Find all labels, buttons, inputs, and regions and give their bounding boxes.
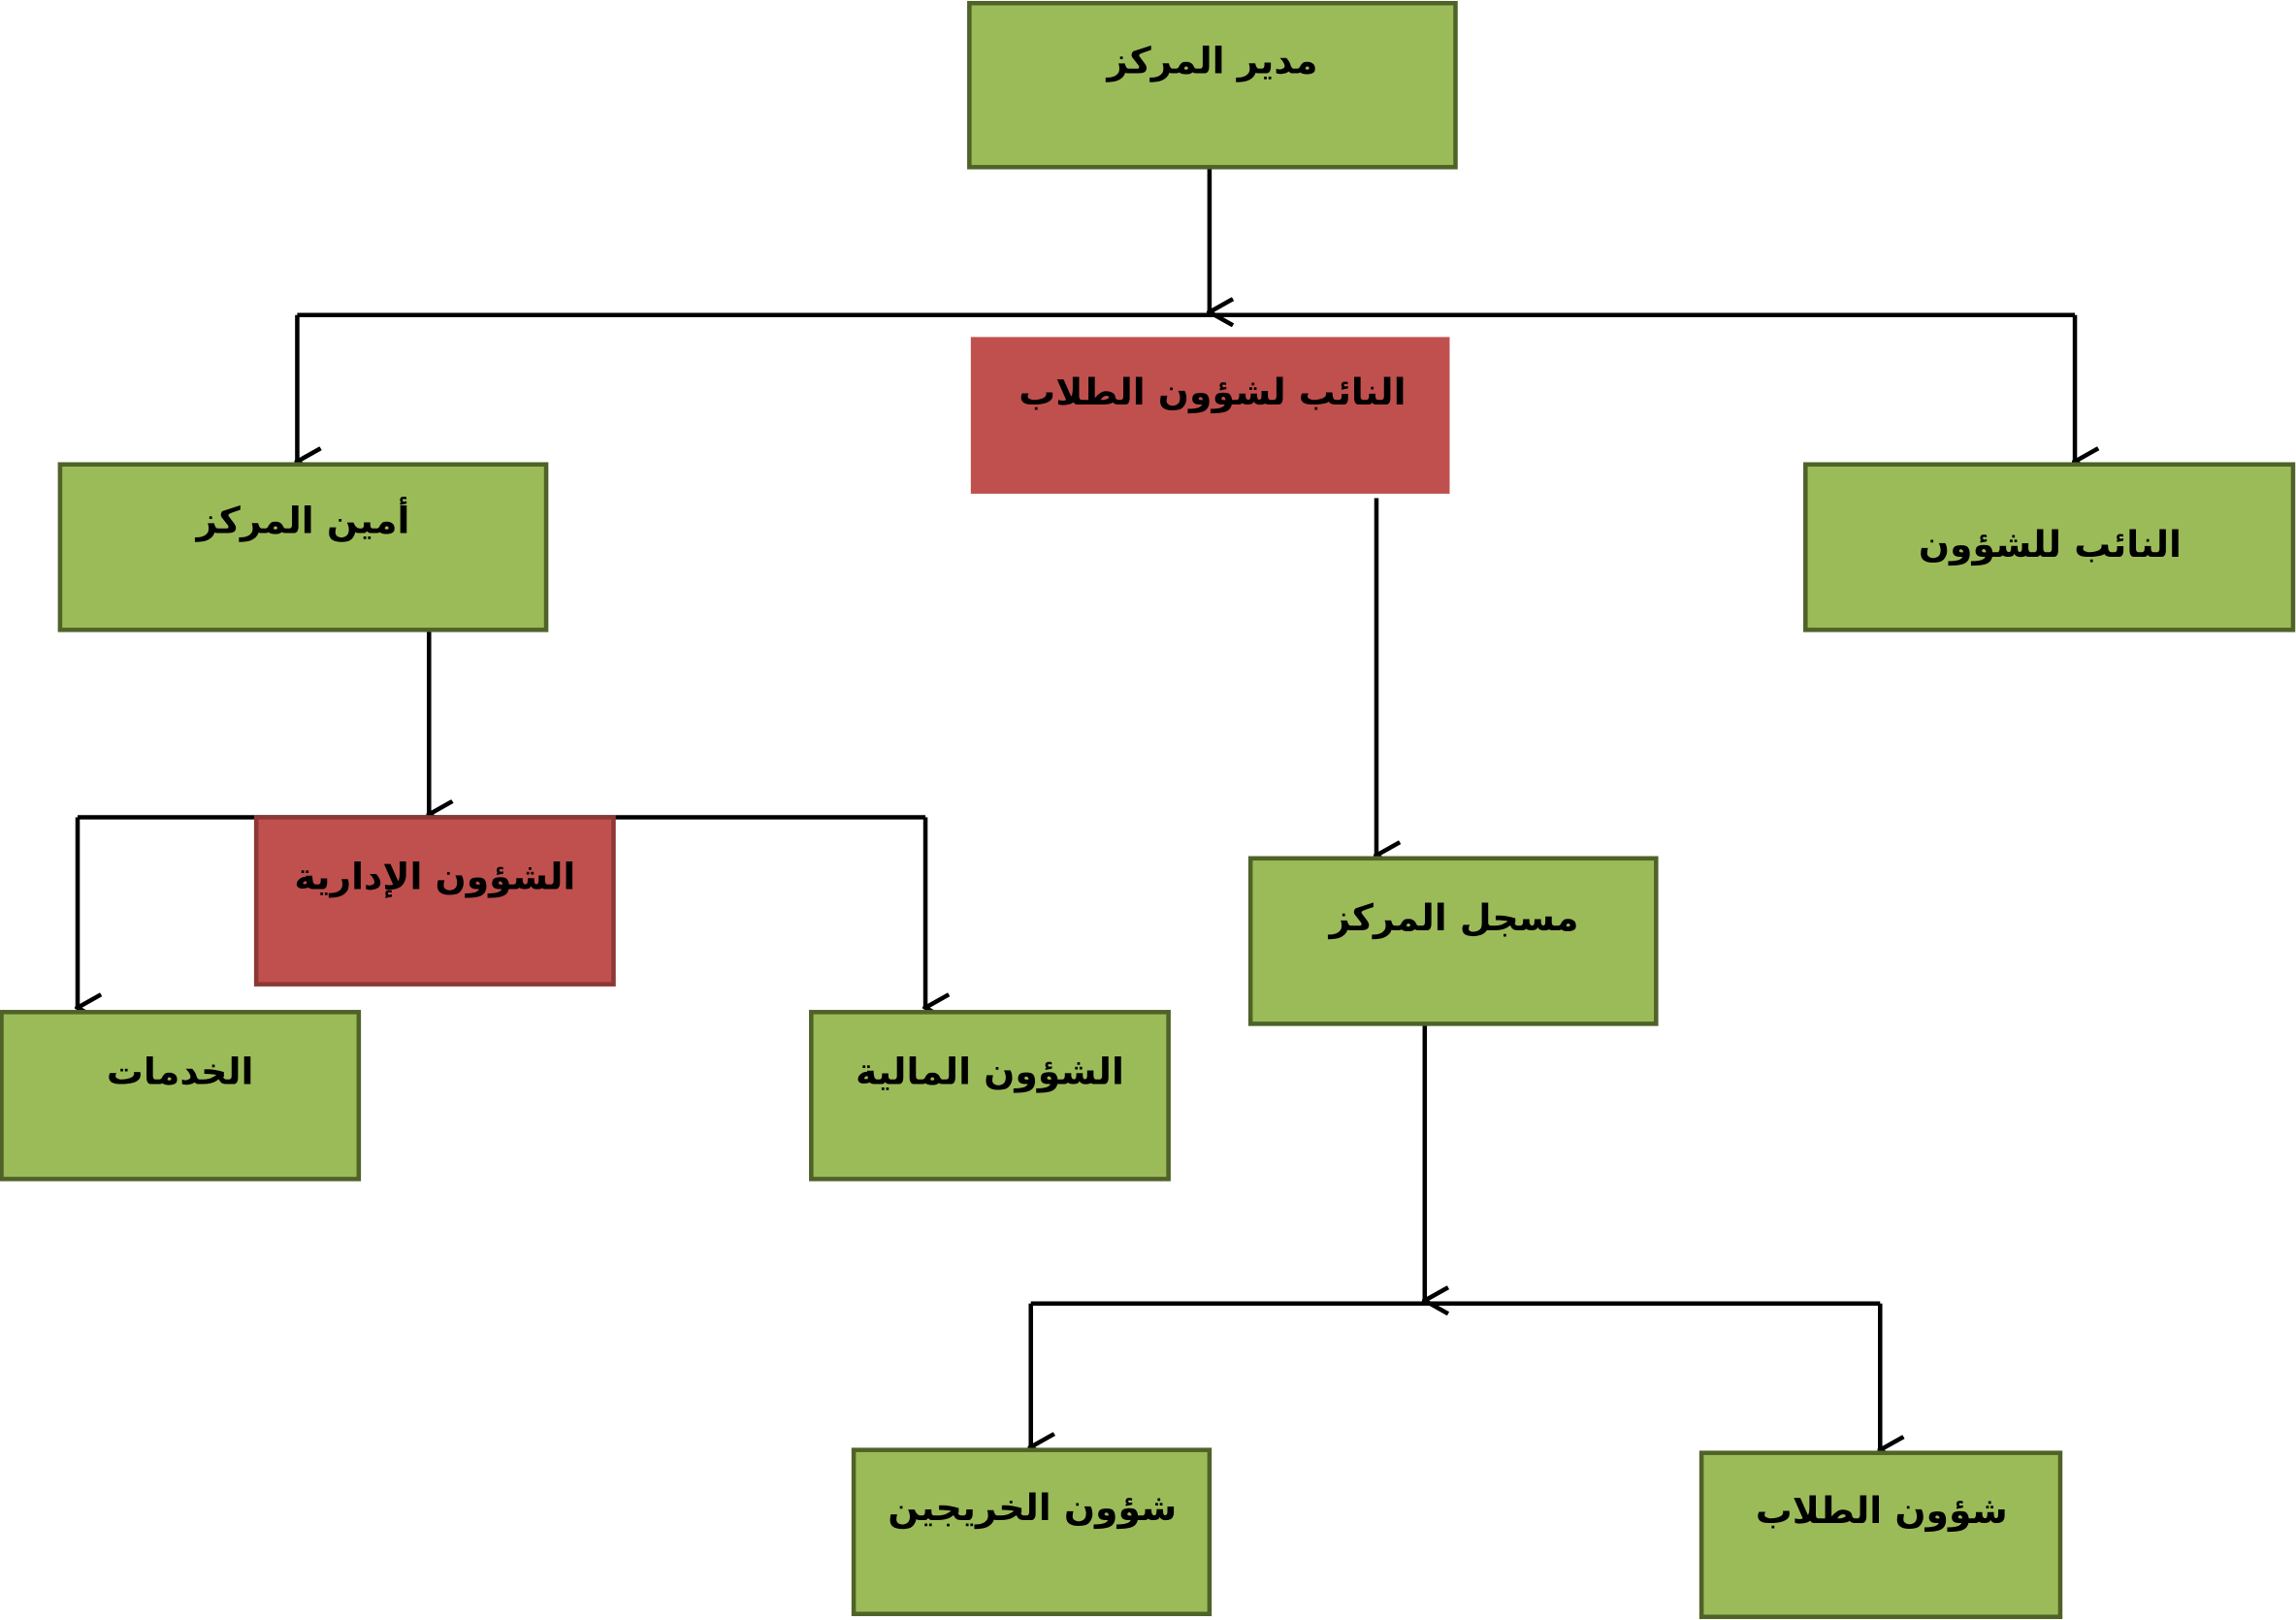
node-graduates-affairs: شؤون الخريجين: [851, 1447, 1213, 1617]
node-label: شؤون الخريجين: [888, 1486, 1177, 1529]
node-services: الخدمات: [0, 1010, 362, 1182]
node-admin-affairs: الشؤون الإدارية: [253, 815, 616, 987]
node-label: شؤون الطلاب: [1756, 1489, 2008, 1532]
node-deputy-student-affairs: النائب لشؤون الطلاب: [970, 337, 1450, 494]
node-director: مدير المركز: [967, 0, 1458, 170]
node-label: الخدمات: [107, 1050, 253, 1092]
node-students-affairs: شؤون الطلاب: [1698, 1450, 2063, 1620]
node-secretary: أمين المركز: [57, 462, 549, 632]
node-registrar: مسجل المركز: [1247, 856, 1659, 1026]
node-deputy-affairs: النائب للشؤون: [1803, 462, 2296, 632]
node-label: النائب للشؤون: [1919, 523, 2182, 566]
node-label: الشؤون المالية: [856, 1050, 1124, 1092]
node-label: أمين المركز: [194, 497, 409, 542]
node-label: مدير المركز: [1105, 40, 1317, 82]
node-label: النائب لشؤون الطلاب: [1019, 371, 1406, 413]
node-label: الشؤون الإدارية: [294, 856, 575, 898]
node-financial-affairs: الشؤون المالية: [809, 1010, 1171, 1182]
node-label: مسجل المركز: [1328, 896, 1579, 939]
